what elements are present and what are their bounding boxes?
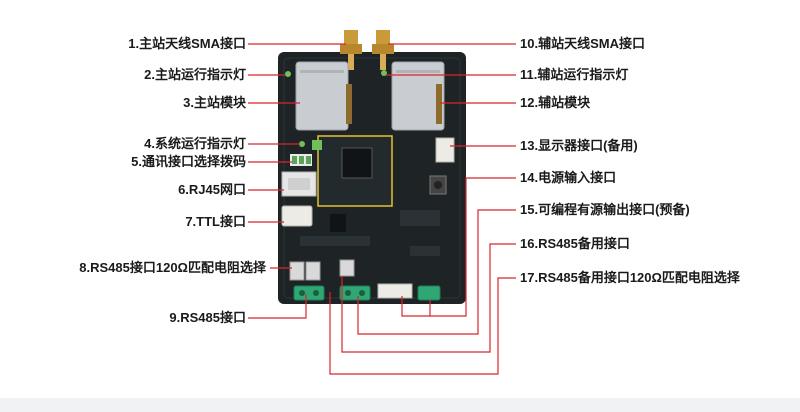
label-rs485-termination: 8.RS485接口120Ω匹配电阻选择 <box>79 260 266 275</box>
label-rs485-backup-termination: 17.RS485备用接口120Ω匹配电阻选择 <box>520 270 740 285</box>
label-power-input: 14.电源输入接口 <box>520 170 617 185</box>
rs485-backup-port <box>377 283 413 299</box>
display-connector <box>435 137 455 163</box>
mcu-chip <box>341 147 373 179</box>
ttl-connector <box>281 205 313 227</box>
system-run-led-icon <box>299 141 305 147</box>
label-display-interface: 13.显示器接口(备用) <box>520 138 638 153</box>
label-rs485-backup: 16.RS485备用接口 <box>520 236 630 251</box>
label-aux-module: 12.辅站模块 <box>520 95 591 110</box>
rs485-terminal <box>293 285 325 301</box>
label-rj45-port: 6.RJ45网口 <box>178 182 246 197</box>
rs485-backup-terminal <box>417 285 441 301</box>
label-aux-run-led: 11.辅站运行指示灯 <box>520 67 629 82</box>
label-rs485-interface: 9.RS485接口 <box>169 310 246 325</box>
footer-bar <box>0 398 800 412</box>
label-main-module: 3.主站模块 <box>183 95 246 110</box>
rs485-termination-jumper <box>289 261 305 281</box>
label-main-antenna-sma: 1.主站天线SMA接口 <box>128 36 246 51</box>
label-ttl-interface: 7.TTL接口 <box>185 214 246 229</box>
label-system-run-led: 4.系统运行指示灯 <box>144 136 246 151</box>
aux-module <box>391 61 445 131</box>
rs485-backup-termination-jumper <box>339 259 355 277</box>
leader-lines <box>248 43 516 375</box>
main-run-led-icon <box>285 71 291 77</box>
aux-antenna-sma-icon <box>372 30 394 70</box>
aux-run-led-icon <box>381 70 387 76</box>
label-prog-output: 15.可编程有源输出接口(预备) <box>520 202 690 217</box>
prog-output-terminal <box>339 285 371 301</box>
label-comm-dip-switch: 5.通讯接口选择拨码 <box>131 154 246 169</box>
label-main-run-led: 2.主站运行指示灯 <box>144 67 246 82</box>
main-antenna-sma-icon <box>340 30 362 70</box>
label-aux-antenna-sma: 10.辅站天线SMA接口 <box>520 36 645 51</box>
